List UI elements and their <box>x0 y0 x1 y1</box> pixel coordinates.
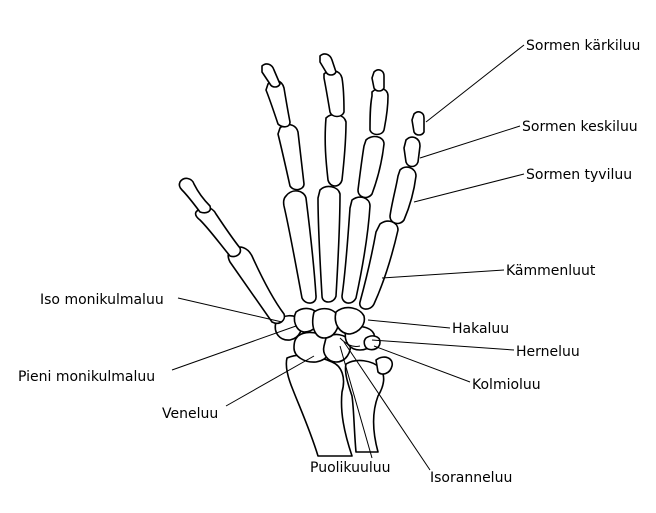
index-proximal-phalanx <box>277 123 305 191</box>
radius-bone <box>285 354 353 457</box>
ring-proximal-phalanx <box>357 135 385 199</box>
ulna-styloid <box>375 356 394 375</box>
middle-metacarpal <box>317 185 341 303</box>
ring-middle-phalanx <box>369 87 389 136</box>
label-kammenluut: Kämmenluut <box>506 263 596 279</box>
index-middle-phalanx <box>265 79 291 128</box>
label-hakaluu: Hakaluu <box>452 321 509 337</box>
thumb-proximal-phalanx <box>194 206 242 258</box>
middle-middle-phalanx <box>323 69 345 118</box>
label-veneluu: Veneluu <box>162 406 218 422</box>
leader-puolikuuluu <box>339 345 373 459</box>
index-finger-bones <box>261 63 317 304</box>
index-metacarpal <box>282 190 317 304</box>
label-puolikuuluu: Puolikuuluu <box>310 460 390 476</box>
leader-sormen-tyviluu <box>413 173 525 203</box>
leader-lines <box>171 44 525 471</box>
leader-veneluu <box>225 355 315 407</box>
hamate-bone <box>334 306 366 335</box>
ring-metacarpal <box>341 196 371 304</box>
leader-kammenluut <box>381 269 505 279</box>
little-proximal-phalanx <box>389 166 417 225</box>
little-finger-bones <box>359 111 425 310</box>
label-herneluu: Herneluu <box>516 344 580 360</box>
label-sormen-keskiluu: Sormen keskiluu <box>522 119 638 135</box>
ring-finger-bones <box>341 69 389 304</box>
leader-sormen-keskiluu <box>419 125 521 159</box>
leader-sormen-karkiluu <box>425 44 525 123</box>
bone-labels: Sormen kärkiluu Sormen keskiluu Sormen t… <box>18 38 640 486</box>
label-sormen-tyviluu: Sormen tyviluu <box>526 167 632 183</box>
label-iso-monikulmaluu: Iso monikulmaluu <box>40 292 164 308</box>
thumb-distal-phalanx <box>178 177 212 214</box>
forearm-bones <box>285 354 394 457</box>
carpal-bones <box>274 306 381 363</box>
label-pieni-monikulmaluu: Pieni monikulmaluu <box>18 369 155 385</box>
middle-finger-bones <box>317 53 347 303</box>
little-middle-phalanx <box>403 136 421 168</box>
leader-herneluu <box>371 339 515 351</box>
leader-iso-monikulmaluu <box>177 297 283 323</box>
capitate-bone <box>311 307 340 339</box>
label-isoranneluu: Isoranneluu <box>430 470 512 486</box>
leader-isoranneluu <box>343 341 431 471</box>
pisiform-bone <box>363 335 381 351</box>
leader-hakaluu <box>367 319 451 329</box>
index-distal-phalanx <box>261 63 281 88</box>
middle-distal-phalanx <box>319 53 337 76</box>
label-sormen-karkiluu: Sormen kärkiluu <box>526 38 640 54</box>
label-kolmioluu: Kolmioluu <box>472 377 541 393</box>
thumb-bones <box>178 177 286 325</box>
hamate-hook <box>339 337 361 347</box>
leader-kolmioluu <box>373 345 471 383</box>
little-metacarpal <box>359 220 399 310</box>
ulna-bone <box>344 359 385 453</box>
leader-pieni-monikulmaluu <box>171 325 297 371</box>
little-distal-phalanx <box>411 111 425 136</box>
middle-proximal-phalanx <box>324 113 347 187</box>
ring-distal-phalanx <box>371 69 385 92</box>
